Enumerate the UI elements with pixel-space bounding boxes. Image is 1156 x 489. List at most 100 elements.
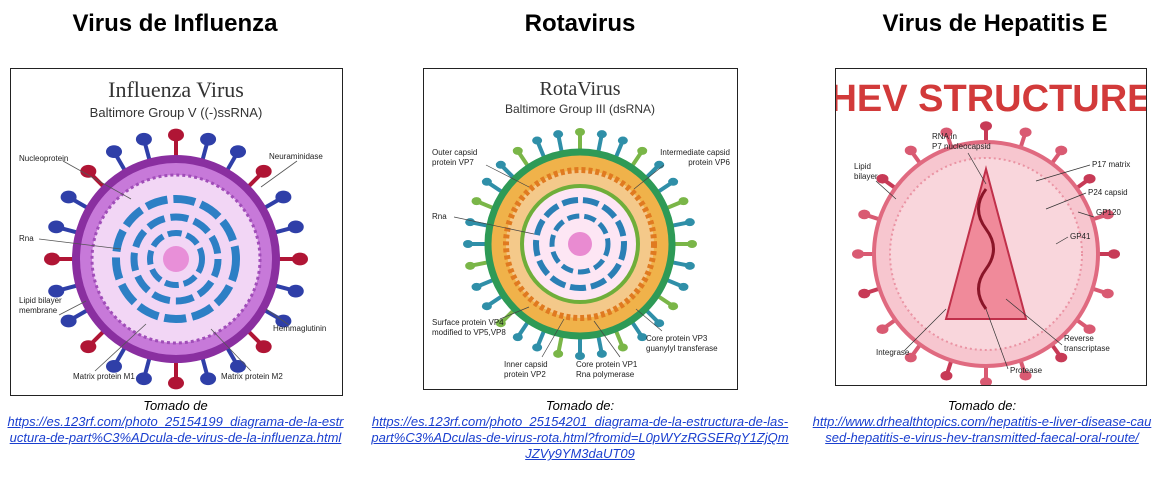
influenza-spike-head [136,133,152,146]
influenza-spike-head [288,285,304,298]
influenza-spike-head [80,165,96,178]
influenza-spike-head [44,253,60,266]
rota-spike-head [597,130,607,138]
label-protease: Protease [1010,366,1043,375]
influenza-diagram-title: Influenza Virus [108,77,244,102]
hev-spike-head [1084,324,1096,334]
source-link-hepatitis-e[interactable]: http://www.drhealthtopics.com/hepatitis-… [813,414,1152,445]
label-rota-rna: Rna [432,212,447,221]
influenza-spike-head [292,253,308,266]
influenza-spike-head [106,145,122,158]
hev-spike-head [852,249,864,259]
influenza-spike-head [61,191,77,204]
rota-spike-head [513,147,523,155]
label-p17: P17 matrix [1092,160,1130,169]
hev-spike-head [1020,127,1032,137]
rota-spike-head [472,197,482,205]
influenza-spike-head [136,372,152,385]
rota-spike-head [678,197,688,205]
rota-core-shape [568,232,592,256]
rota-spike-head [668,178,678,186]
influenza-spike-head [230,145,246,158]
hev-spike-head [1055,146,1067,156]
label-hev-lipid: Lipidbilayer [854,162,878,181]
label-matrix-m2: Matrix protein M2 [221,372,283,381]
influenza-spike-head [230,360,246,373]
source-link-rotavirus[interactable]: https://es.123rf.com/photo_25154201_diag… [371,414,788,461]
influenza-spike-head [256,340,272,353]
rota-spike-head [685,218,695,226]
hev-spike-head [980,377,992,385]
label-inner-capsid: Inner capsidprotein VP2 [504,360,548,379]
rota-spike-head [463,240,473,248]
core-shape [163,246,189,272]
influenza-spike-head [168,377,184,390]
rotavirus-diagram: RotaVirus Baltimore Group III (dsRNA) Ou… [424,69,737,389]
label-nucleoprotein: Nucleoprotein [19,154,68,163]
influenza-spike-head [61,315,77,328]
hev-spike-head [980,121,992,131]
influenza-spike-head [200,133,216,146]
rota-spike-head [668,302,678,310]
rota-spike-head [472,283,482,291]
influenza-diagram-subtitle: Baltimore Group V ((-)ssRNA) [90,105,263,120]
rota-spike-head [532,343,542,351]
hev-spike-head [905,146,917,156]
label-matrix-m1: Matrix protein M1 [73,372,135,381]
rota-spike-head [553,350,563,358]
label-hemmaglutinin: Hemmaglutinin [273,324,326,333]
rota-diagram-title: RotaVirus [539,78,620,100]
caption-hepatitis-e: Tomado de: http://www.drhealthtopics.com… [812,398,1152,446]
hev-spike-head [1084,174,1096,184]
hev-spike-head [940,371,952,381]
rota-spike-head [597,350,607,358]
rota-spike-head [575,128,585,136]
rota-spike-head [482,178,492,186]
influenza-spike-head [200,372,216,385]
label-gp120: GP120 [1096,208,1121,217]
rota-spike-head [637,147,647,155]
hev-spike-head [876,324,888,334]
caption-rotavirus: Tomado de: https://es.123rf.com/photo_25… [370,398,790,462]
influenza-spike-head [48,221,64,234]
rota-spike-head [575,352,585,360]
source-link-influenza[interactable]: https://es.123rf.com/photo_25154199_diag… [7,414,343,445]
caption-influenza: Tomado de https://es.123rf.com/photo_251… [4,398,347,446]
rota-spike-head [465,262,475,270]
rota-spike-head [687,240,697,248]
influenza-spike-head [256,165,272,178]
panel-title-rotavirus: Rotavirus [470,10,690,38]
label-p24: P24 capsid [1088,188,1128,197]
influenza-spike-head [80,340,96,353]
influenza-spike-head [106,360,122,373]
rota-spike-head [618,137,628,145]
influenza-spike-head [275,191,291,204]
rota-spike-head [496,161,506,169]
hev-spike-head [858,210,870,220]
label-neuraminidase: Neuraminidase [269,152,323,161]
rotavirus-diagram-frame: RotaVirus Baltimore Group III (dsRNA) Ou… [423,68,738,390]
rota-spike-head [482,302,492,310]
hev-spike-head [1055,353,1067,363]
label-rna: Rna [19,234,34,243]
caption-lead: Tomado de: [812,398,1152,414]
rota-spike-head [685,262,695,270]
caption-lead: Tomado de [4,398,347,414]
hev-spike-head [1108,249,1120,259]
rota-spike-head [513,333,523,341]
rota-spike-head [654,161,664,169]
rota-spike-head [532,137,542,145]
label-integrase: Integrase [876,348,910,357]
label-gp41: GP41 [1070,232,1091,241]
hev-spike-head [1102,289,1114,299]
influenza-diagram-frame: Influenza Virus Baltimore Group V ((-)ss… [10,68,343,396]
rota-spike-head [618,343,628,351]
rota-diagram-subtitle: Baltimore Group III (dsRNA) [505,102,655,116]
